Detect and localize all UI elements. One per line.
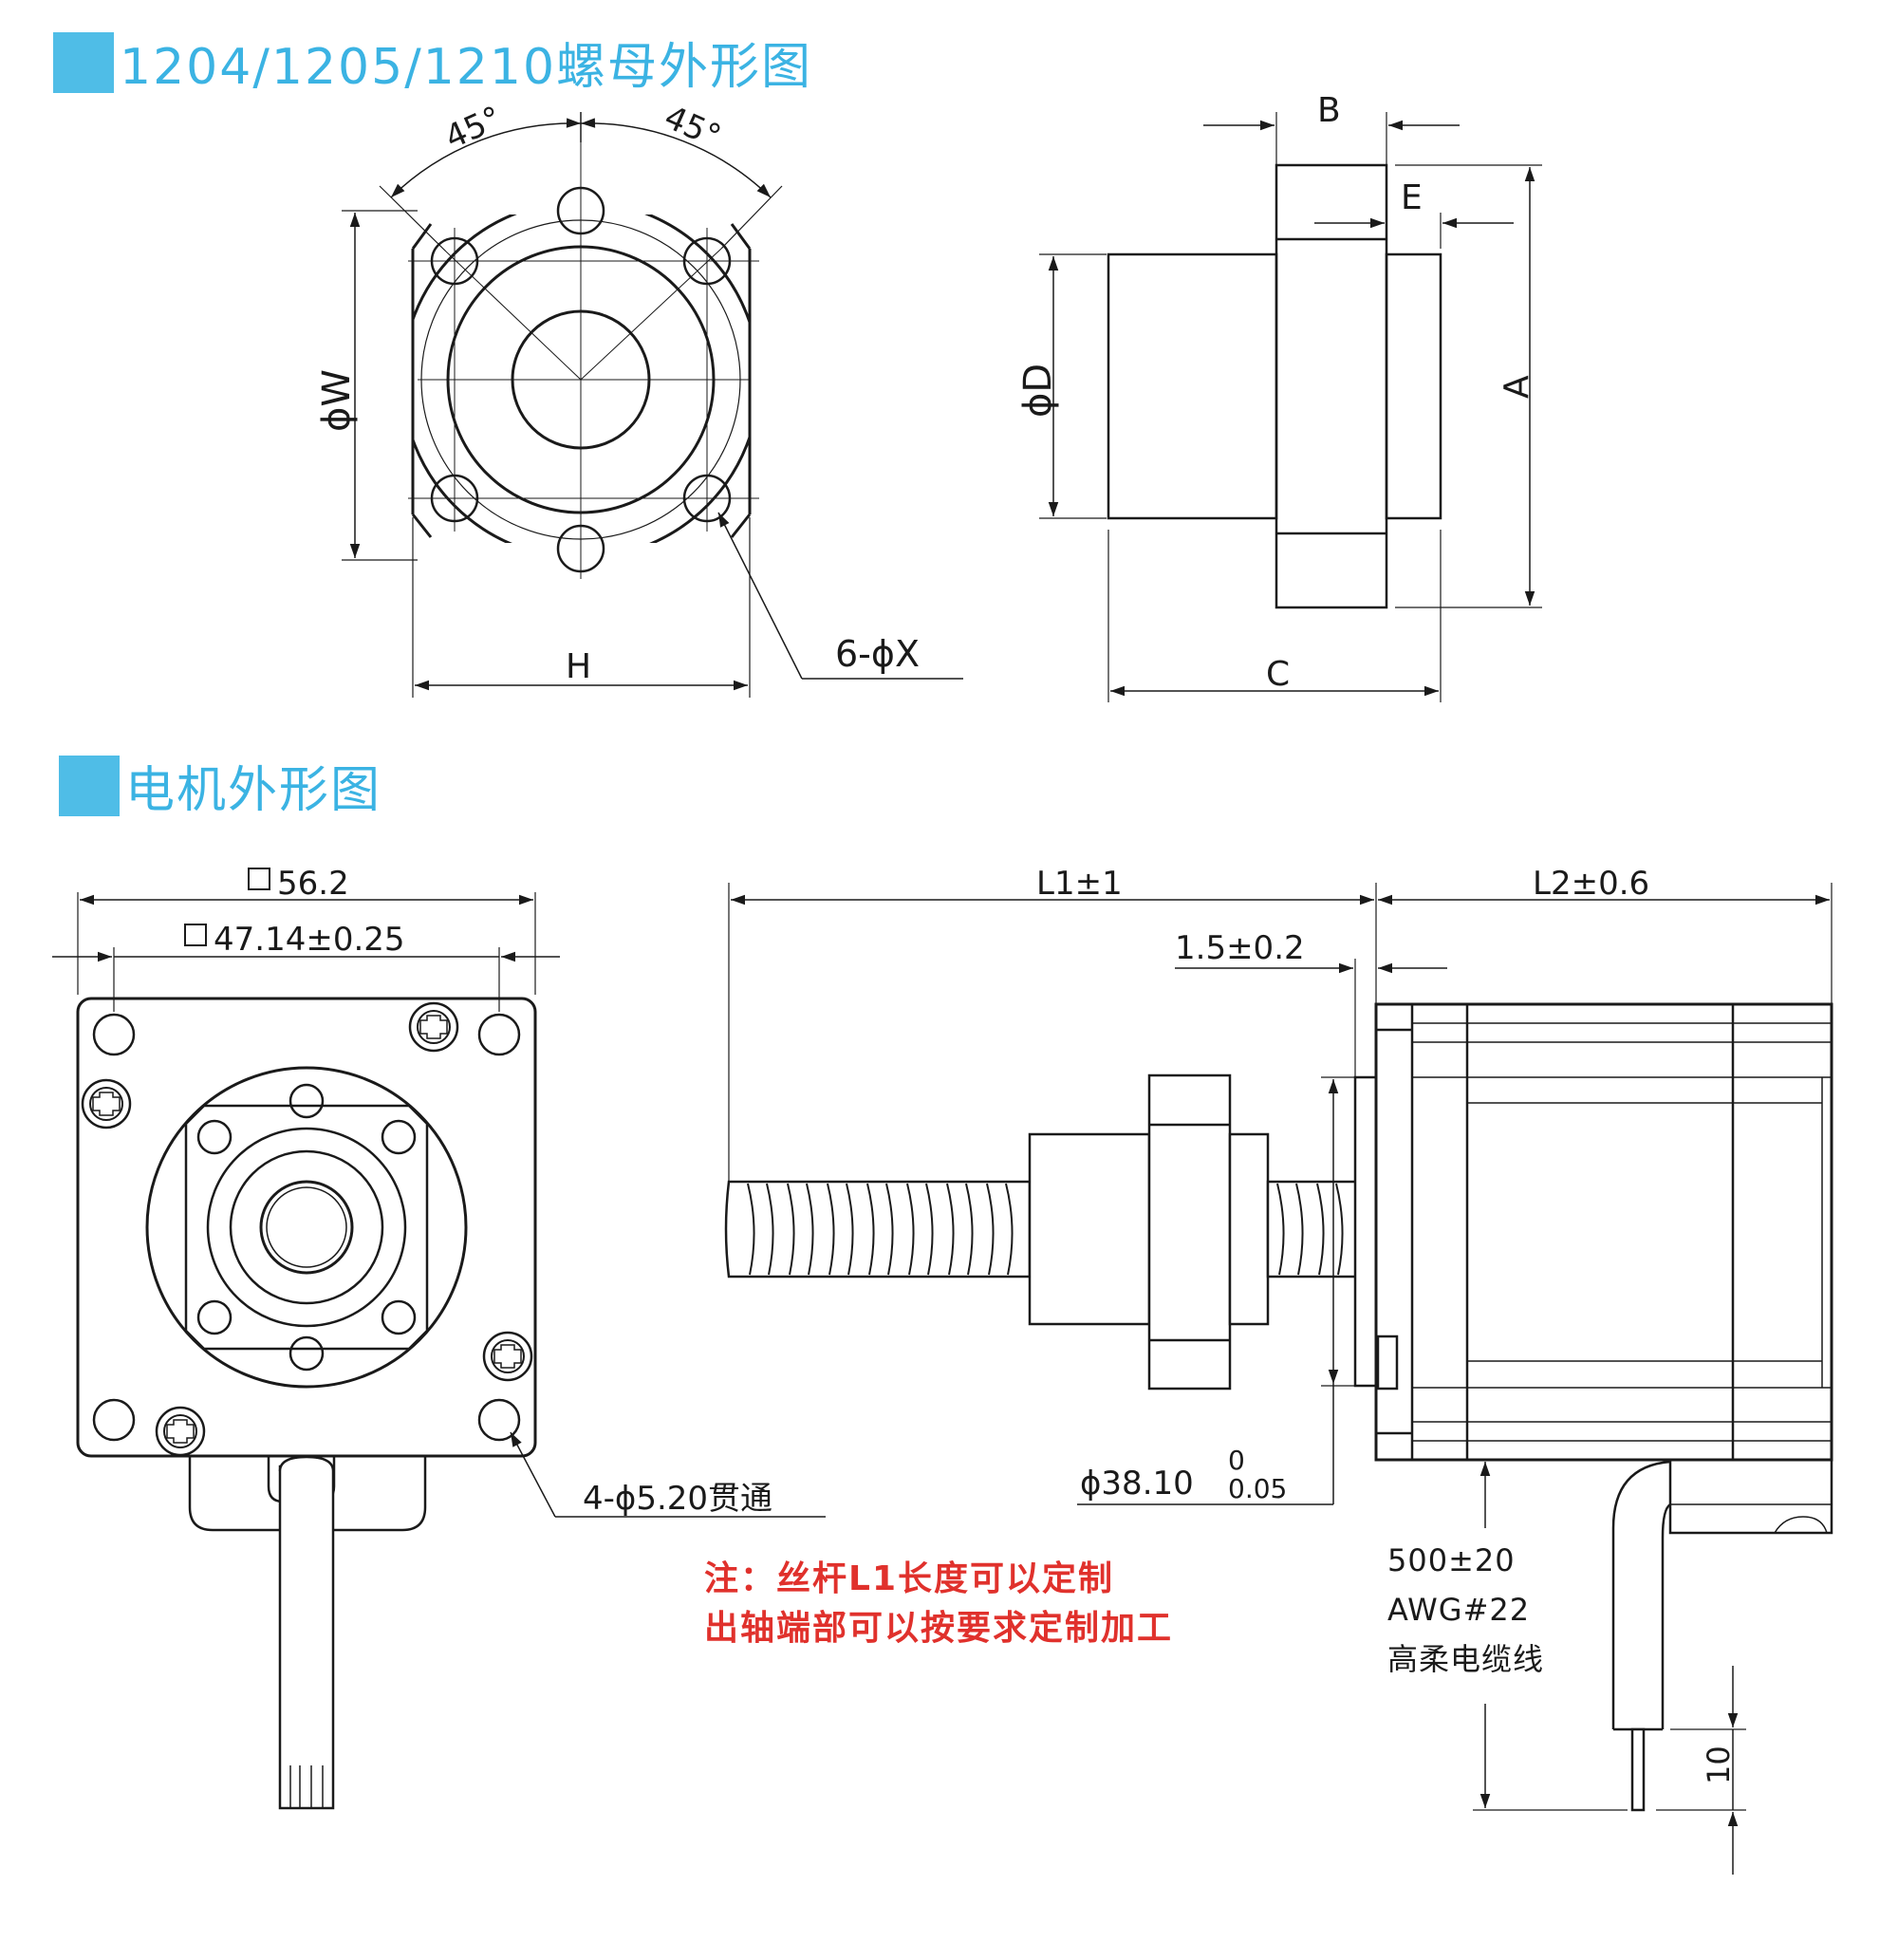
corner-hole [92, 1013, 136, 1056]
inner-size-label: 47.14±0.25 [214, 921, 405, 959]
nut-body-rect [1107, 252, 1278, 520]
design-note: 注：丝杆L1长度可以定制 出轴端部可以按要求定制加工 [704, 1555, 1173, 1653]
pilot-tol-lower: 0.05 [1228, 1473, 1287, 1504]
motor-body [1374, 1002, 1833, 1462]
motor-holes-label: 4-ϕ5.20贯通 [583, 1480, 772, 1518]
square-symbol-icon [184, 924, 207, 946]
b-label: B [1317, 91, 1341, 130]
screw-icon [155, 1406, 206, 1457]
d-label: ϕD [1016, 364, 1060, 418]
pilot-tol-upper: 0 [1228, 1445, 1245, 1476]
angle-left-label: 45° [439, 99, 507, 157]
motor-section-title: 电机外形图 [59, 750, 381, 821]
motor-side-view [724, 883, 1833, 1875]
motor-title-text: 电机外形图 [125, 762, 382, 819]
cable-type: 高柔电缆线 [1387, 1641, 1545, 1677]
c-label: C [1266, 655, 1290, 694]
cable-length: 500±20 [1387, 1542, 1516, 1578]
cable-gauge: AWG#22 [1387, 1592, 1531, 1628]
nut-tail-rect [1385, 252, 1442, 520]
corner-hole [477, 1398, 521, 1442]
nut-section-title: 1204/1205/1210螺母外形图 [53, 27, 812, 98]
nut-flange-rect [1275, 163, 1388, 609]
e-label: E [1401, 178, 1423, 217]
dia-w-label: ϕW [315, 369, 359, 432]
angle-right-label: 45° [659, 99, 726, 157]
h-label: H [566, 647, 591, 686]
note-line: 出轴端部可以按要求定制加工 [704, 1609, 1174, 1648]
holes-label: 6-ϕX [835, 633, 920, 675]
l1-label: L1±1 [1036, 865, 1123, 903]
l2-label: L2±0.6 [1533, 865, 1649, 903]
pilot-dia-label: ϕ38.10 [1080, 1465, 1194, 1503]
title-marker [53, 31, 114, 93]
spacer-label: 1.5±0.2 [1175, 929, 1305, 967]
screw-icon [482, 1331, 533, 1382]
note-line: 注：丝杆L1长度可以定制 [704, 1559, 1114, 1598]
corner-hole [477, 1013, 521, 1056]
screw-icon [408, 1001, 459, 1053]
title-marker [59, 755, 120, 816]
outer-size-label: 56.2 [277, 865, 349, 903]
a-label: A [1498, 375, 1536, 399]
lead-extra-label: 10 [1701, 1745, 1737, 1784]
screw-icon [81, 1078, 132, 1129]
nut-side-view [1039, 112, 1542, 702]
motor-front-view [52, 892, 826, 1810]
corner-hole [92, 1398, 136, 1442]
square-symbol-icon [248, 868, 270, 890]
nut-front-view [342, 112, 963, 698]
nut-title-text: 1204/1205/1210螺母外形图 [120, 39, 813, 96]
cable-spec: 500±20 AWG#22 高柔电缆线 [1387, 1536, 1544, 1684]
cable-bundle [278, 1465, 335, 1810]
